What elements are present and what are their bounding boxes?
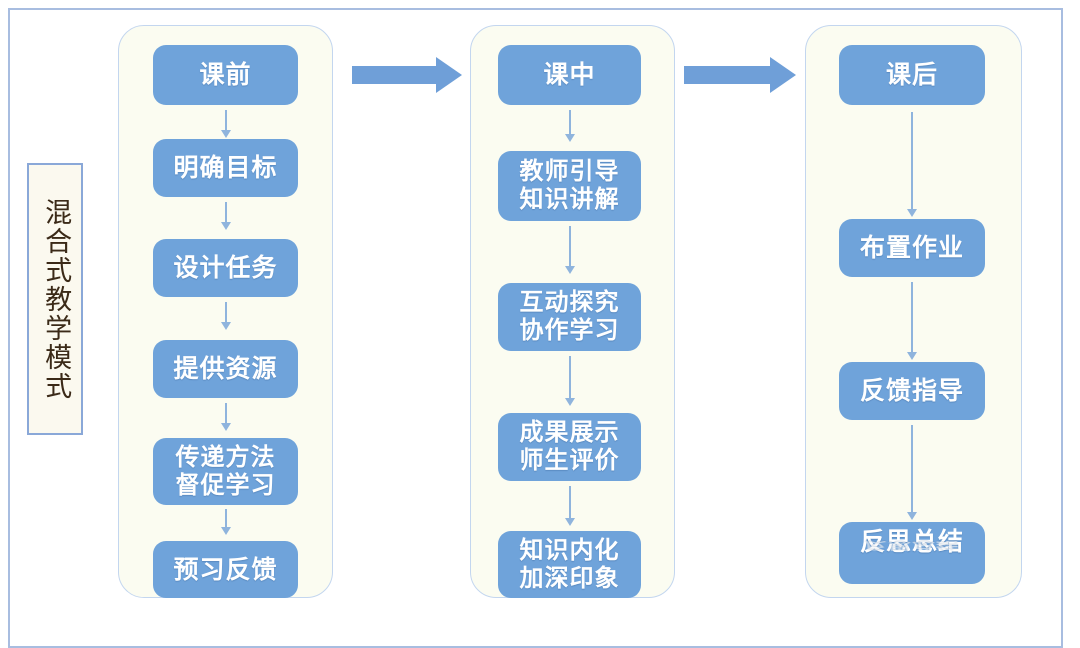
arrow-head: [906, 512, 917, 520]
node-line: 加深印象: [519, 563, 620, 592]
arrow-head: [906, 352, 917, 360]
arrow-head: [564, 398, 575, 406]
arrow-shaft: [911, 425, 913, 513]
node-in-class-header[interactable]: 课中: [498, 45, 641, 105]
diagram-title-label: 混合式教学模式: [27, 163, 83, 435]
arrow-head: [220, 322, 231, 330]
arrow-shaft: [225, 509, 227, 528]
arrow-shaft: [569, 486, 571, 519]
node-pre-define-goal[interactable]: 明确目标: [153, 139, 298, 197]
node-pre-preview-feedback[interactable]: 预习反馈: [153, 541, 298, 598]
arrow-shaft: [225, 110, 227, 131]
arrow-shaft: [225, 403, 227, 424]
arrow-after-1: [904, 112, 920, 217]
arrow-body: [352, 66, 436, 84]
node-line: 课前: [199, 60, 252, 90]
arrow-in-1: [562, 110, 578, 142]
arrow-pre-5: [218, 509, 234, 535]
arrow-in-4: [562, 486, 578, 526]
node-after-class-header[interactable]: 课后: [839, 45, 985, 105]
arrow-head: [906, 209, 917, 217]
connector-in-to-after-class: [684, 57, 796, 93]
arrow-shaft: [569, 356, 571, 399]
connector-pre-to-in-class: [352, 57, 462, 93]
arrow-head: [770, 57, 796, 93]
node-line: 提供资源: [173, 354, 278, 384]
node-after-reflection-summary[interactable]: 反思总结 反思总结: [839, 522, 985, 584]
node-after-assign-homework[interactable]: 布置作业: [839, 219, 985, 277]
node-line: 督促学习: [175, 470, 276, 499]
arrow-pre-3: [218, 302, 234, 330]
stage-panel-after-class: [805, 25, 1022, 598]
node-pre-provide-resource[interactable]: 提供资源: [153, 340, 298, 398]
node-line: 明确目标: [173, 153, 278, 183]
node-line: 传递方法: [175, 442, 276, 471]
arrow-head: [564, 266, 575, 274]
arrow-after-3: [904, 425, 920, 520]
arrow-shaft: [225, 202, 227, 223]
node-line: 知识讲解: [519, 185, 620, 213]
arrow-shaft: [569, 110, 571, 135]
diagram-canvas: 混合式教学模式 课前 明确目标 设计任务 提供资源 传递方法 督促学习 预习: [8, 8, 1063, 648]
arrow-shaft: [225, 302, 227, 323]
node-pre-deliver-method[interactable]: 传递方法 督促学习: [153, 438, 298, 505]
arrow-head: [220, 130, 231, 138]
node-line: 反思总结: [859, 527, 964, 556]
arrow-body: [684, 66, 770, 84]
node-line: 课后: [885, 60, 938, 90]
arrow-pre-2: [218, 202, 234, 230]
node-line: 预习反馈: [173, 554, 278, 584]
arrow-in-3: [562, 356, 578, 406]
node-pre-design-task[interactable]: 设计任务: [153, 239, 298, 297]
arrow-pre-4: [218, 403, 234, 431]
arrow-after-2: [904, 282, 920, 360]
node-pre-class-header[interactable]: 课前: [153, 45, 298, 105]
arrow-head: [564, 134, 575, 142]
node-line: 知识内化: [519, 535, 620, 564]
diagram-title-text: 混合式教学模式: [40, 197, 72, 401]
arrow-shaft: [911, 282, 913, 353]
node-line: 反馈指导: [859, 376, 964, 406]
node-in-result-display[interactable]: 成果展示 师生评价: [498, 413, 641, 481]
arrow-head: [564, 518, 575, 526]
node-line: 设计任务: [173, 253, 278, 283]
node-line: 成果展示: [519, 418, 620, 447]
node-line: 协作学习: [519, 316, 620, 344]
node-in-knowledge-internalize[interactable]: 知识内化 加深印象: [498, 531, 641, 598]
node-in-teacher-guide[interactable]: 教师引导 知识讲解: [498, 151, 641, 221]
node-after-feedback-guidance[interactable]: 反馈指导: [839, 362, 985, 420]
arrow-shaft: [911, 112, 913, 210]
arrow-head: [220, 222, 231, 230]
node-line: 教师引导: [519, 157, 620, 186]
arrow-in-2: [562, 226, 578, 274]
arrow-head: [220, 527, 231, 535]
node-line: 师生评价: [519, 446, 620, 474]
node-line: 布置作业: [859, 233, 964, 263]
node-line: 互动探究: [519, 288, 620, 317]
arrow-head: [220, 423, 231, 431]
arrow-pre-1: [218, 110, 234, 138]
arrow-head: [436, 57, 462, 93]
arrow-shaft: [569, 226, 571, 267]
node-line: 课中: [543, 60, 596, 90]
node-in-interactive-inquiry[interactable]: 互动探究 协作学习: [498, 283, 641, 351]
